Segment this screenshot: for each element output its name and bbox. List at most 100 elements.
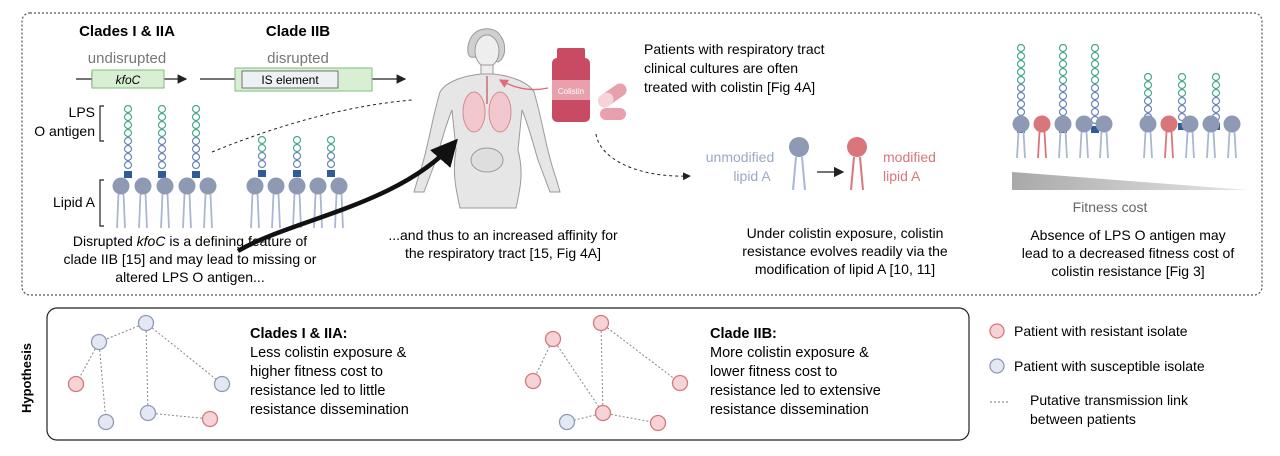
lipid-tail — [203, 193, 213, 229]
o-antigen-unit — [191, 104, 201, 114]
lipid-head — [1095, 115, 1113, 133]
o-antigen-unit — [1016, 99, 1026, 109]
o-antigen-unit — [1143, 80, 1153, 90]
susceptible-patient-node — [213, 375, 231, 393]
lipid-tail — [1037, 131, 1047, 159]
o-antigen-unit — [257, 135, 267, 145]
o-antigen-unit — [123, 112, 133, 122]
undisrupted-label: undisrupted — [88, 50, 166, 67]
hyp-left-line1: Less colistin exposure & — [250, 345, 407, 361]
o-antigen-unit — [1058, 43, 1068, 53]
colistin-bottle-label: Colistin — [558, 87, 584, 96]
transmission-link — [145, 322, 149, 414]
lipid-head — [178, 177, 196, 195]
lipid-head — [156, 177, 174, 195]
o-antigen-unit — [1058, 83, 1068, 93]
o-antigen-unit — [1016, 83, 1026, 93]
o-antigen-unit — [1090, 75, 1100, 85]
core-sugar — [293, 170, 301, 177]
lipid-tail — [1143, 131, 1153, 159]
transmission-link — [600, 322, 604, 414]
hyp-right-title: Clade IIB: — [710, 326, 777, 342]
o-antigen-unit — [257, 143, 267, 153]
o-antigen-unit — [292, 143, 302, 153]
core-sugar — [1091, 126, 1099, 133]
lipid-tail — [116, 193, 126, 229]
lipid-tail — [1206, 131, 1216, 159]
caption-fitness-line1: Absence of LPS O antigen may — [1030, 227, 1225, 243]
hyp-right-line2: lower fitness cost to — [710, 364, 837, 380]
o-antigen-unit — [292, 135, 302, 145]
core-sugar — [258, 170, 266, 177]
caption-resist-line1: Under colistin exposure, colistin — [747, 225, 944, 241]
kfoc-gene-label: kfoC — [116, 73, 141, 87]
hyp-left-title: Clades I & IIA: — [250, 326, 348, 342]
o-antigen-unit — [1058, 99, 1068, 109]
pink-arrow-to-airway — [498, 79, 549, 91]
lipid-tail — [1016, 131, 1026, 159]
o-antigen-label: O antigen — [34, 123, 95, 139]
core-sugar — [158, 171, 166, 178]
is-element-label: IS element — [261, 73, 319, 87]
modified-label-line1: modified — [883, 149, 936, 165]
lipid-tail — [1058, 131, 1068, 159]
lipid-head — [1075, 115, 1093, 133]
o-antigen-unit — [123, 160, 133, 170]
o-antigen-unit — [292, 151, 302, 161]
lipid-head — [309, 177, 327, 195]
core-sugar — [192, 171, 200, 178]
dashed-arrow-to-human — [211, 99, 413, 153]
o-antigen-unit — [1177, 104, 1187, 114]
o-antigen-unit — [1016, 51, 1026, 61]
o-antigen-unit — [191, 112, 201, 122]
lps-label: LPS — [69, 104, 95, 120]
lipid-head — [112, 177, 130, 195]
disrupted-gene-track: IS element — [200, 67, 407, 92]
o-antigen-unit — [1143, 88, 1153, 98]
undisrupted-gene-track: kfoC — [76, 69, 188, 89]
lipid-tail — [250, 193, 260, 229]
modified-label-line2: lipid A — [883, 168, 921, 184]
lipid-head — [1139, 115, 1157, 133]
resistant-patient-node — [671, 374, 689, 392]
dashed-arrow-to-lipid — [595, 133, 691, 181]
legend-link-line2: between patients — [1030, 411, 1136, 427]
lps-with-o-antigen — [112, 104, 217, 229]
o-antigen-unit — [1058, 51, 1068, 61]
susceptible-patient-node — [137, 314, 155, 332]
lipid-tail — [182, 193, 192, 229]
network-clade-iib — [524, 314, 689, 432]
o-antigen-unit — [326, 151, 336, 161]
lipid-head — [1202, 115, 1220, 133]
o-antigen-unit — [1090, 107, 1100, 117]
o-antigen-unit — [1090, 99, 1100, 109]
o-antigen-unit — [191, 152, 201, 162]
transmission-link — [552, 338, 604, 414]
o-antigen-unit — [326, 143, 336, 153]
lipid-tail — [1227, 131, 1237, 159]
o-antigen-bracket — [99, 105, 104, 142]
lipid-head — [246, 177, 264, 195]
o-antigen-unit — [1090, 43, 1100, 53]
resistant-patient-node — [67, 375, 85, 393]
o-antigen-unit — [1058, 67, 1068, 77]
o-antigen-unit — [1058, 107, 1068, 117]
hyp-right-line1: More colistin exposure & — [710, 345, 869, 361]
o-antigen-unit — [191, 128, 201, 138]
resistant-patient-node — [524, 372, 542, 390]
caption-resist-line3: modification of lipid A [10, 11] — [755, 261, 935, 277]
o-antigen-unit — [1211, 88, 1221, 98]
lipid-head — [199, 177, 217, 195]
o-antigen-unit — [157, 144, 167, 154]
human-figure — [413, 28, 561, 209]
clades-i-iia-title: Clades I & IIA — [79, 23, 175, 40]
modified-lipid-a — [847, 137, 867, 191]
lipid-head — [1054, 115, 1072, 133]
colistin-text-line1: Patients with respiratory tract — [644, 41, 825, 57]
lipid-tail — [1079, 131, 1089, 159]
lipid-a-label: Lipid A — [53, 194, 96, 210]
fitness-cost-label: Fitness cost — [1073, 199, 1148, 215]
o-antigen-unit — [292, 159, 302, 169]
transmission-link — [145, 322, 223, 385]
